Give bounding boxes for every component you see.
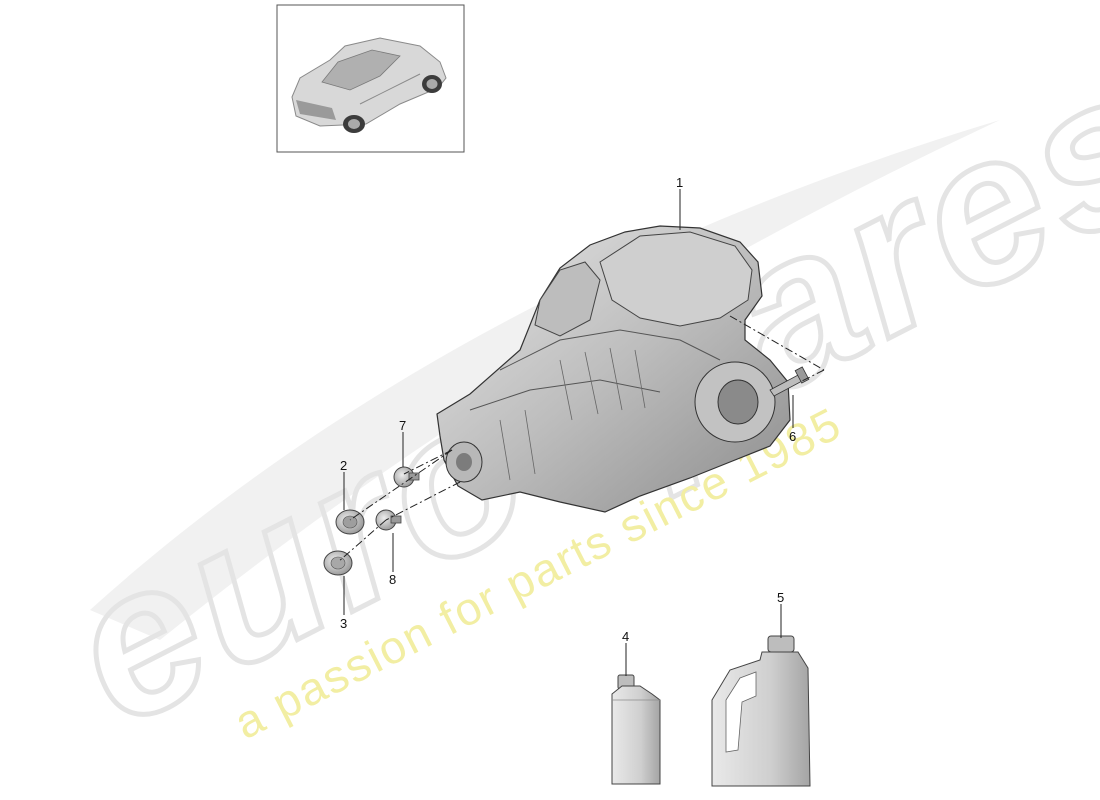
callout-labels: 1 2 3 4 5 6 7 8 <box>340 175 796 644</box>
input-shaft-hub <box>456 453 472 471</box>
callout-4[interactable]: 4 <box>622 629 629 644</box>
output-flange-center <box>717 379 759 425</box>
sealing-cap-upper <box>335 509 365 535</box>
callout-3[interactable]: 3 <box>340 616 347 631</box>
gearbox-rib <box>499 329 721 371</box>
leader-lines <box>343 189 794 676</box>
oil-canister-icon <box>711 635 811 787</box>
vehicle-thumbnail <box>276 4 465 153</box>
callout-5[interactable]: 5 <box>777 590 784 605</box>
callout-8[interactable]: 8 <box>389 572 396 587</box>
installation-lines <box>337 315 825 563</box>
callout-6[interactable]: 6 <box>789 429 796 444</box>
gearbox-bellhousing <box>599 231 753 327</box>
gearbox-assembly <box>436 225 791 513</box>
oil-bottle-icon <box>611 674 661 785</box>
callout-7[interactable]: 7 <box>399 418 406 433</box>
car-icon <box>291 37 447 133</box>
callout-1[interactable]: 1 <box>676 175 683 190</box>
gearbox-shift-housing <box>534 261 601 337</box>
watermark-swoosh <box>90 120 1000 640</box>
callout-2[interactable]: 2 <box>340 458 347 473</box>
gearbox-ribs-detail <box>499 347 646 481</box>
sealing-cap-lower <box>323 550 353 576</box>
